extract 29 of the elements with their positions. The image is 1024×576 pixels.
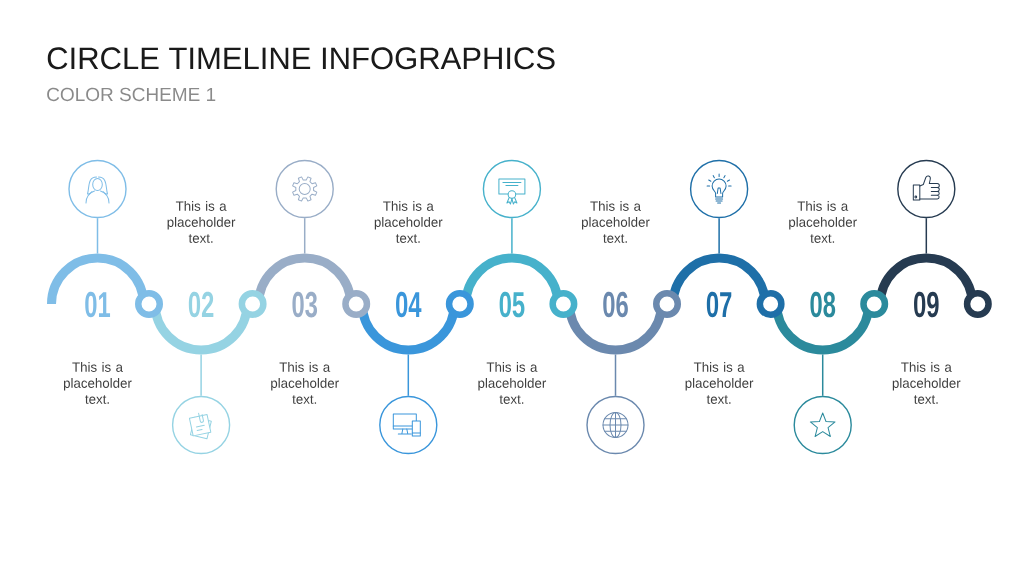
leader-line: [925, 217, 928, 255]
leader-line: [200, 353, 202, 397]
description-text: This is a placeholder text.: [271, 362, 339, 404]
leader-line: [96, 217, 99, 255]
timeline-arc: 09: [875, 253, 977, 318]
leader-line: [718, 217, 720, 255]
description-text: This is a placeholder text.: [374, 201, 443, 243]
leader-line: [821, 353, 824, 397]
timeline-arc: 03: [254, 253, 356, 318]
timeline-arc: 01: [47, 253, 148, 318]
leader-line: [511, 217, 513, 255]
timeline-arc: 02: [150, 291, 252, 355]
title: CIRCLE TIMELINE INFOGRAPHICS: [47, 47, 555, 70]
subtitle: COLOR SCHEME 1: [47, 87, 216, 102]
timeline-arc: 08: [772, 291, 874, 355]
leader-line: [303, 217, 306, 255]
timeline-arc: 05: [461, 253, 563, 318]
description-text: This is a placeholder text.: [478, 362, 547, 404]
description-text: This is a placeholder text.: [167, 201, 236, 243]
description-text: This is a placeholder text.: [892, 362, 961, 404]
timeline-arc: 04: [357, 291, 459, 355]
timeline-arc: 06: [565, 291, 666, 355]
description-text: This is a placeholder text.: [789, 201, 857, 243]
timeline-arc: 07: [668, 253, 770, 318]
leader-line: [614, 353, 617, 397]
description-text: This is a placeholder text.: [64, 362, 132, 404]
description-text: This is a placeholder text.: [582, 201, 650, 243]
leader-line: [407, 353, 410, 397]
description-text: This is a placeholder text.: [685, 362, 754, 404]
